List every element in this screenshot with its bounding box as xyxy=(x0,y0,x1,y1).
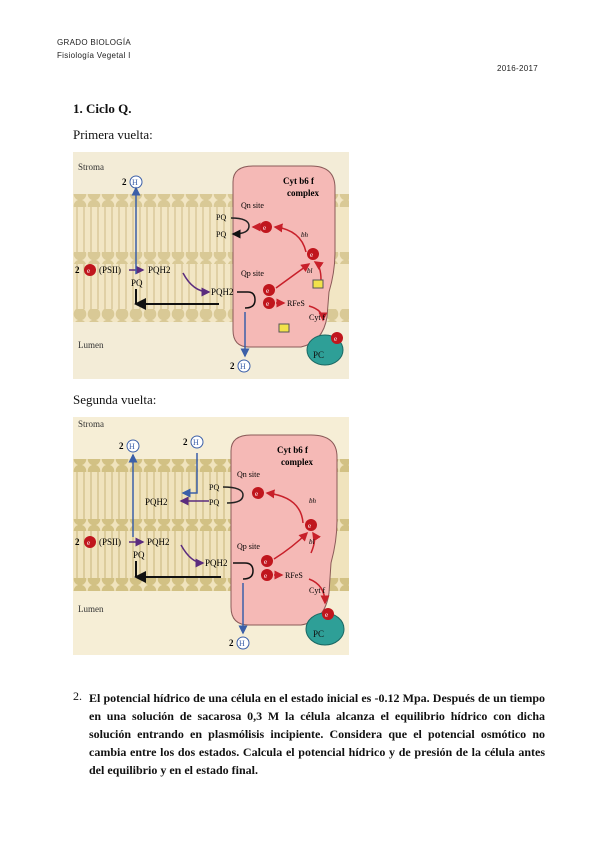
qn-site-label: Qn site xyxy=(237,470,260,479)
proton-count-top: 2 xyxy=(119,441,124,451)
first-round-label: Primera vuelta: xyxy=(73,127,153,142)
electron-symbol: e xyxy=(310,251,313,259)
pq-label: PQ xyxy=(209,483,219,492)
proton-icon xyxy=(237,359,251,373)
electron-symbol: e xyxy=(334,335,337,343)
electron-icon xyxy=(252,487,264,499)
year-label: 2016-2017 xyxy=(497,64,538,73)
electron-icon xyxy=(84,264,96,276)
degree-label: GRADO BIOLOGÍA xyxy=(57,38,131,47)
complex-name: Cyt b6 f xyxy=(283,176,315,186)
heme-icon xyxy=(278,323,290,333)
lumen-label: Lumen xyxy=(78,604,104,614)
electron-symbol: e xyxy=(264,572,267,580)
pc-label: PC xyxy=(313,629,324,639)
proton-count-bottom: 2 xyxy=(229,638,234,648)
cytf-label: Cyt f xyxy=(309,313,326,322)
second-round-label: Segunda vuelta: xyxy=(73,392,157,407)
q-cycle-diagram-first: PC Stroma Lumen Cyt b6 f complex Qn site… xyxy=(73,152,349,379)
question2-number: 2. xyxy=(73,689,82,703)
pq-label-left: PQ xyxy=(131,278,143,288)
proton-symbol: H xyxy=(239,639,245,648)
rfes-label: RFeS xyxy=(287,299,305,308)
bl-label: bl xyxy=(307,267,313,275)
electron-icon xyxy=(331,332,343,344)
proton-icon xyxy=(190,435,204,449)
q-cycle-diagram-second: PC Stroma Lumen Cyt b6 f complex Qn site… xyxy=(73,417,349,655)
electron-icon xyxy=(305,519,317,531)
electron-icon xyxy=(261,569,273,581)
complex-word: complex xyxy=(287,188,319,198)
electron-symbol: e xyxy=(325,611,328,619)
electron-symbol: e xyxy=(266,287,269,295)
proton-count-bottom: 2 xyxy=(230,361,235,371)
electron-icon xyxy=(263,297,275,309)
psii-label: (PSII) xyxy=(99,537,121,547)
qp-site-label: Qp site xyxy=(237,542,260,551)
bh-label: bh xyxy=(309,497,317,505)
proton-count-top: 2 xyxy=(122,177,127,187)
electron-icon xyxy=(84,536,96,548)
electron-symbol: e xyxy=(266,300,269,308)
lumen-label: Lumen xyxy=(78,340,104,350)
electron-symbol: e xyxy=(264,558,267,566)
bh-label: bh xyxy=(301,231,309,239)
cytf-label: Cyt f xyxy=(309,586,326,595)
psii-label: (PSII) xyxy=(99,265,121,275)
proton-icon xyxy=(126,439,140,453)
proton-symbol: H xyxy=(129,442,135,451)
section1-title: 1. Ciclo Q. xyxy=(73,101,132,116)
question2-text: El potencial hídrico de una célula en el… xyxy=(89,691,545,777)
cyt-b6f-complex xyxy=(230,434,338,626)
proton-count-top-second: 2 xyxy=(183,437,188,447)
electron-symbol: e xyxy=(255,490,258,498)
pq-label-second: PQ xyxy=(209,498,219,507)
bl-label: bl xyxy=(309,538,315,546)
pqh2-qp-label: PQH2 xyxy=(205,558,228,568)
electron-symbol: e xyxy=(87,539,90,547)
electron-icon xyxy=(307,248,319,260)
pqh2-qp-label: PQH2 xyxy=(211,287,234,297)
stroma-label: Stroma xyxy=(78,162,104,172)
pc-label: PC xyxy=(313,350,324,360)
pqh2-qn-label: PQH2 xyxy=(145,497,168,507)
electron-symbol: e xyxy=(263,224,266,232)
heme-icon xyxy=(312,279,324,289)
course-label: Fisiología Vegetal I xyxy=(57,51,131,60)
electron-icon xyxy=(263,284,275,296)
rfes-label: RFeS xyxy=(285,571,303,580)
stroma-label: Stroma xyxy=(78,419,104,429)
electron-symbol: e xyxy=(308,522,311,530)
pqh2-label: PQH2 xyxy=(147,537,170,547)
electron-symbol: e xyxy=(87,267,90,275)
proton-symbol: H xyxy=(240,362,246,371)
qn-site-label: Qn site xyxy=(241,201,264,210)
pq-label: PQ xyxy=(216,213,226,222)
complex-word: complex xyxy=(281,457,313,467)
pq-label-left: PQ xyxy=(133,550,145,560)
electron-icon xyxy=(261,555,273,567)
proton-symbol: H xyxy=(193,438,199,447)
electron-icon xyxy=(322,608,334,620)
qp-site-label: Qp site xyxy=(241,269,264,278)
cyt-b6f-complex xyxy=(232,165,336,348)
proton-symbol: H xyxy=(132,178,138,187)
electron-icon xyxy=(260,221,272,233)
proton-icon xyxy=(236,636,250,650)
pq-radical-label: PQ xyxy=(216,230,226,239)
pqh2-label: PQH2 xyxy=(148,265,171,275)
electron-count: 2 xyxy=(75,265,80,275)
complex-name: Cyt b6 f xyxy=(277,445,309,455)
electron-count: 2 xyxy=(75,537,80,547)
